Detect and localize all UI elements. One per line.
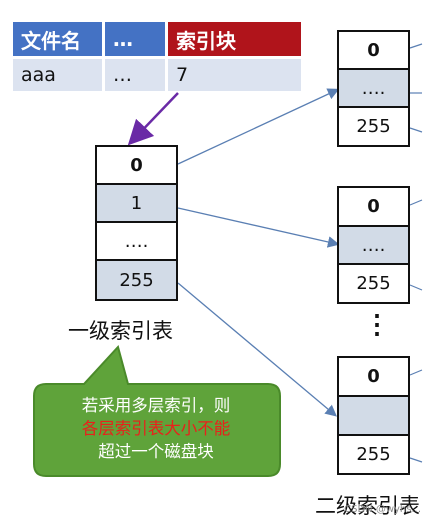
cell-ellipsis: …: [105, 59, 165, 91]
second-level-label: 二级索引表: [315, 494, 420, 518]
first-level-cell-0: 0: [97, 147, 176, 185]
callout-line-3: 超过一个磁盘块: [98, 442, 214, 461]
first-level-cell-1: 1: [97, 185, 176, 223]
callout-line-2: 各层索引表大小不能: [81, 419, 231, 438]
header-filename: 文件名: [13, 22, 102, 56]
second-level-block-3: 0 255: [337, 356, 410, 475]
cell-filename: aaa: [13, 59, 102, 91]
first-level-index-block: 0 1 …. 255: [95, 145, 178, 301]
first-level-label: 一级索引表: [68, 319, 173, 343]
pointer-arrow: [127, 92, 179, 146]
callout-line-1: 若采用多层索引，则: [81, 396, 231, 415]
arrow-to-block-3: [177, 282, 337, 417]
second-level-block-2: 0 …. 255: [337, 186, 410, 304]
watermark: CSDN @wyhs...: [344, 504, 421, 515]
header-ellipsis: …: [105, 22, 165, 56]
arrow-to-block-1: [177, 88, 340, 165]
block1-cell-255: 255: [356, 116, 391, 137]
block3-cell-255: 255: [356, 444, 391, 465]
block1-cell-ellipsis: ….: [339, 70, 408, 108]
cell-index-block: 7: [168, 59, 301, 91]
header-index-block: 索引块: [168, 22, 301, 56]
vertical-ellipsis: ⋮: [364, 310, 390, 340]
block3-cell-0: 0: [339, 358, 408, 397]
arrow-to-block-2: [177, 207, 340, 248]
first-level-cell-255: 255: [97, 261, 176, 299]
block2-cell-ellipsis: ….: [339, 227, 408, 265]
block2-cell-0: 0: [339, 188, 408, 227]
callout-text: 若采用多层索引，则 各层索引表大小不能 超过一个磁盘块: [40, 394, 272, 463]
block2-cell-255: 255: [356, 273, 391, 294]
first-level-cell-ellipsis: ….: [97, 223, 176, 261]
second-level-block-1: 0 …. 255: [337, 30, 410, 147]
block1-cell-0: 0: [339, 32, 408, 70]
callout-bubble: [33, 344, 281, 477]
block3-cell-blank: [339, 397, 408, 436]
